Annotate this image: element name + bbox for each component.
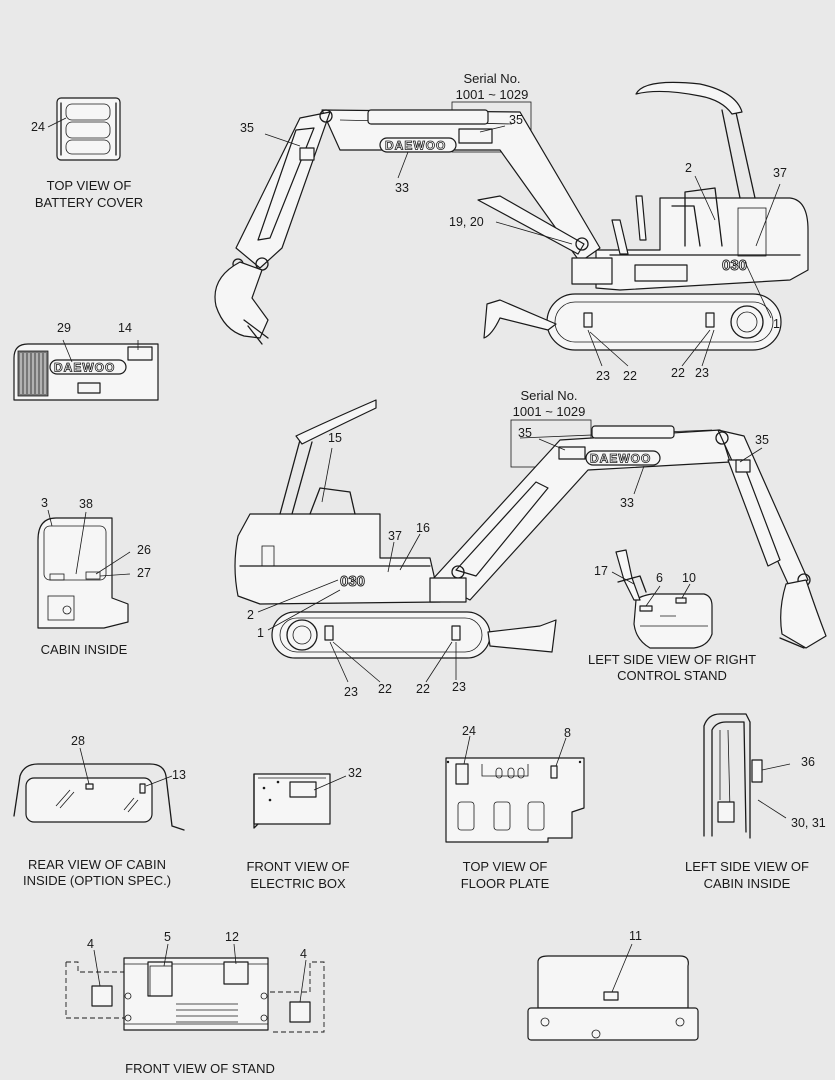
engine-hood-drawing: DAEWOO [13,339,159,401]
caption-electric-box-1: FRONT VIEW OF [246,859,349,874]
caption-electric-box-2: ELECTRIC BOX [250,876,346,891]
callout-mid-37: 37 [388,529,402,543]
callout-mid-33: 33 [620,496,634,510]
callout-cabin-26: 26 [137,543,151,557]
callout-top-22b: 22 [671,366,685,380]
caption-battery-cover-1: TOP VIEW OF [47,178,132,193]
callout-top-33: 33 [395,181,409,195]
battery-cover-drawing [47,97,121,161]
cabin-inside-drawing [37,509,131,629]
top-boom-brand-logo: DAEWOO [385,139,446,153]
callout-hood-14: 14 [118,321,132,335]
caption-left-cabin-1: LEFT SIDE VIEW OF [685,859,809,874]
callout-stand-5: 5 [164,930,171,944]
callout-mid-35b: 35 [755,433,769,447]
callout-top-1: 1 [773,317,780,331]
callout-top-22a: 22 [623,369,637,383]
callout-mid-2: 2 [247,608,254,622]
mid-body-model-badge: 030 [340,573,365,590]
floor-plate-drawing [445,735,585,843]
callout-stand-12: 12 [225,930,239,944]
callout-left-cabin-36: 36 [801,755,815,769]
callout-cabin-38: 38 [79,497,93,511]
caption-battery-cover-2: BATTERY COVER [35,195,143,210]
callout-ebox-32: 32 [348,766,362,780]
rear-cabin-drawing [13,747,185,831]
left-cabin-drawing [703,713,791,839]
caption-cabin-inside: CABIN INSIDE [41,642,128,657]
caption-floor-plate-2: FLOOR PLATE [461,876,550,891]
callout-rear-13: 13 [172,768,186,782]
callout-top-35b: 35 [509,113,523,127]
mid-serial-title: Serial No. [520,388,577,403]
callout-stand-17: 17 [594,564,608,578]
callout-left-cabin-30-31: 30, 31 [791,816,826,830]
callout-top-35a: 35 [240,121,254,135]
caption-left-cabin-2: CABIN INSIDE [704,876,791,891]
caption-control-stand-2: CONTROL STAND [617,668,727,683]
callout-mid-23b: 23 [452,680,466,694]
top-body-model-badge: 030 [722,257,747,274]
callout-console-11: 11 [629,929,642,943]
caption-control-stand-1: LEFT SIDE VIEW OF RIGHT [588,652,756,667]
callout-top-19-20: 19, 20 [449,215,484,229]
callout-cabin-3: 3 [41,496,48,510]
mid-excavator-drawing: DAEWOO 030 [234,399,827,683]
console-drawing [527,943,699,1041]
callout-top-23a: 23 [596,369,610,383]
caption-rear-cabin-1: REAR VIEW OF CABIN [28,857,166,872]
caption-stand: FRONT VIEW OF STAND [125,1061,275,1076]
mid-serial-range: 1001 ~ 1029 [513,404,586,419]
callout-mid-23a: 23 [344,685,358,699]
control-stand-drawing [611,549,713,649]
callout-floor-24: 24 [462,724,476,738]
callout-mid-1: 1 [257,626,264,640]
callout-stand-10: 10 [682,571,696,585]
callout-rear-28: 28 [71,734,85,748]
caption-floor-plate-1: TOP VIEW OF [463,859,548,874]
callout-mid-15: 15 [328,431,342,445]
callout-battery-24: 24 [31,120,45,134]
callout-hood-29: 29 [57,321,71,335]
mid-boom-brand-logo: DAEWOO [590,452,651,466]
caption-rear-cabin-2: INSIDE (OPTION SPEC.) [23,873,171,888]
stand-drawing [65,943,325,1033]
top-serial-title: Serial No. [463,71,520,86]
callout-mid-22b: 22 [416,682,430,696]
callout-top-23b: 23 [695,366,709,380]
callout-cabin-27: 27 [137,566,151,580]
top-serial-range: 1001 ~ 1029 [456,87,529,102]
hood-brand-logo: DAEWOO [54,361,115,375]
callout-mid-22a: 22 [378,682,392,696]
electric-box-drawing [253,773,347,829]
callout-floor-8: 8 [564,726,571,740]
callout-mid-16: 16 [416,521,430,535]
callout-stand-6: 6 [656,571,663,585]
callout-stand-4a: 4 [87,937,94,951]
callout-top-37: 37 [773,166,787,180]
top-excavator-drawing: DAEWOO 030 [214,81,809,367]
callout-stand-4b: 4 [300,947,307,961]
callout-mid-35a: 35 [518,426,532,440]
callout-top-2: 2 [685,161,692,175]
